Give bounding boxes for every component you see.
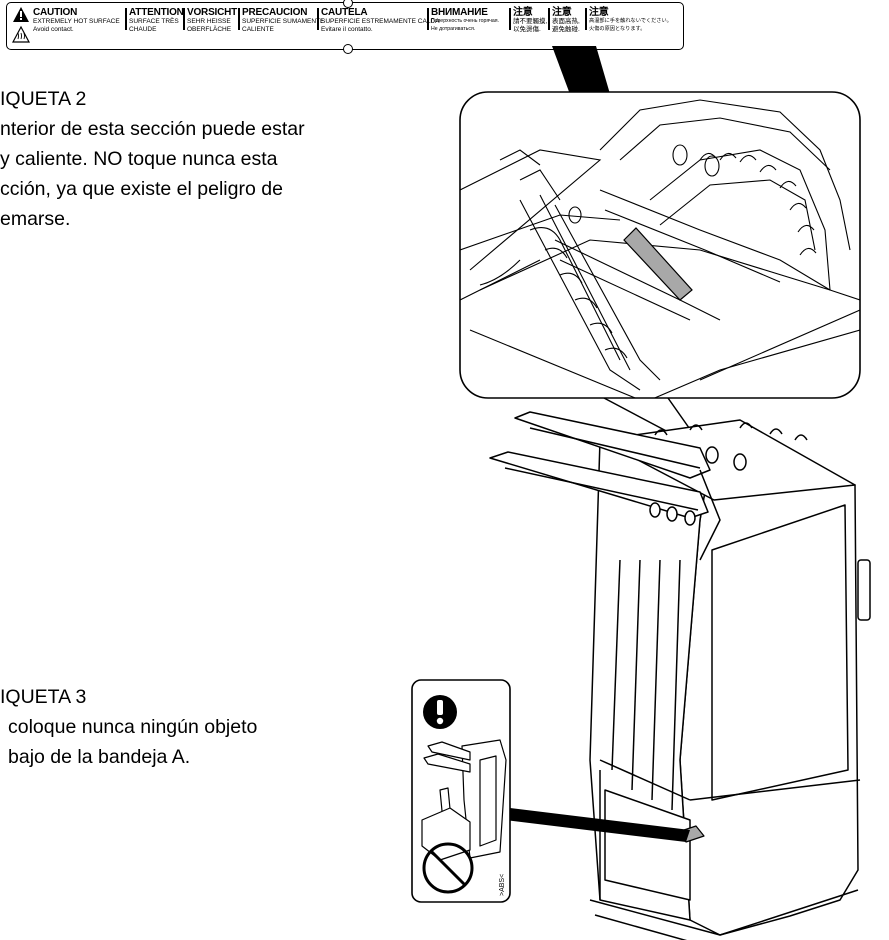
label-lang-title: VORSICHT [187,7,238,18]
small-label-pointer [488,806,690,842]
label-lang-es: PRECAUCION SUPERFICIE SUMAMENTE CALIENTE [242,7,325,47]
label-lang-title: 注意 [552,7,572,18]
label-separator [585,8,587,30]
label-lang-text: Поверхность очень горячая. Не дотрагиват… [431,18,499,32]
caution-label-strip: CAUTION EXTREMELY HOT SURFACE Avoid cont… [6,0,684,54]
label-lang-it: CAUTELA SUPERFICIE ESTREMAMENTE CALDA Ev… [321,7,440,47]
label-lang-text: EXTREMELY HOT SURFACE Avoid contact. [33,18,120,33]
label2-body: nterior de esta sección puede estar y ca… [0,118,305,230]
magnified-callout [459,91,861,399]
label-notch-bottom [343,44,353,54]
label3-section: IQUETA 3 coloque nunca ningún objeto baj… [0,682,257,772]
label-separator [427,8,429,30]
prohibited-icon [422,842,474,894]
label3-title: IQUETA 3 [0,686,87,708]
label-lang-de: VORSICHT SEHR HEISSE OBERFLÄCHE [187,7,239,47]
label-lang-title: PRECAUCION [242,7,308,18]
label-lang-zh-tw: 注意 請不要觸摸, 以免燙傷. [513,7,549,47]
label2-section: IQUETA 2 nterior de esta sección puede e… [0,84,305,234]
label-lang-text: SUPERFICIE SUMAMENTE CALIENTE [242,18,325,33]
label-lang-ja: 注意 高温部に手を触れないでください。 火傷の原因となります。 [589,7,681,47]
label-separator [317,8,319,30]
door-handle [857,559,871,621]
label-lang-title: ВНИМАНИЕ [431,7,488,18]
hot-area-label [623,227,693,301]
label-lang-title: CAUTION [33,7,78,18]
label-lang-title: 注意 [513,7,533,18]
label-lang-text: 高温部に手を触れないでください。 火傷の原因となります。 [589,18,672,32]
label-separator [125,8,127,30]
label-lang-title: CAUTELA [321,7,368,18]
label-separator [509,8,511,30]
label-notch-top [343,0,353,8]
small-warning-label: >ABS< [411,679,511,903]
label-separator [548,8,550,30]
small-label-code: >ABS< [499,874,506,896]
label-lang-text: SEHR HEISSE OBERFLÄCHE [187,18,232,33]
label-lang-text: SUPERFICIE ESTREMAMENTE CALDA Evitare il… [321,18,440,33]
label2-title: IQUETA 2 [0,88,87,110]
label-lang-title: ATTENTION [129,7,184,18]
label-lang-en: CAUTION EXTREMELY HOT SURFACE Avoid cont… [33,7,125,47]
warning-triangle-icon [12,7,30,43]
label-lang-zh-cn: 注意 表面高热, 避免触碰. [552,7,586,47]
label3-body: coloque nunca ningún objeto bajo de la b… [8,716,258,768]
label-lang-ru: ВНИМАНИЕ Поверхность очень горячая. Не д… [431,7,511,47]
label-lang-fr: ATTENTION SURFACE TRÈS CHAUDE [129,7,185,47]
label-lang-title: 注意 [589,7,609,18]
finisher-machine [489,411,871,940]
tray-a [514,411,711,479]
label-lang-text: 表面高热, 避免触碰. [552,18,580,33]
label-lang-text: SURFACE TRÈS CHAUDE [129,18,179,33]
label-separator [238,8,240,30]
label-separator [183,8,185,30]
label-lang-text: 請不要觸摸, 以免燙傷. [513,18,548,33]
